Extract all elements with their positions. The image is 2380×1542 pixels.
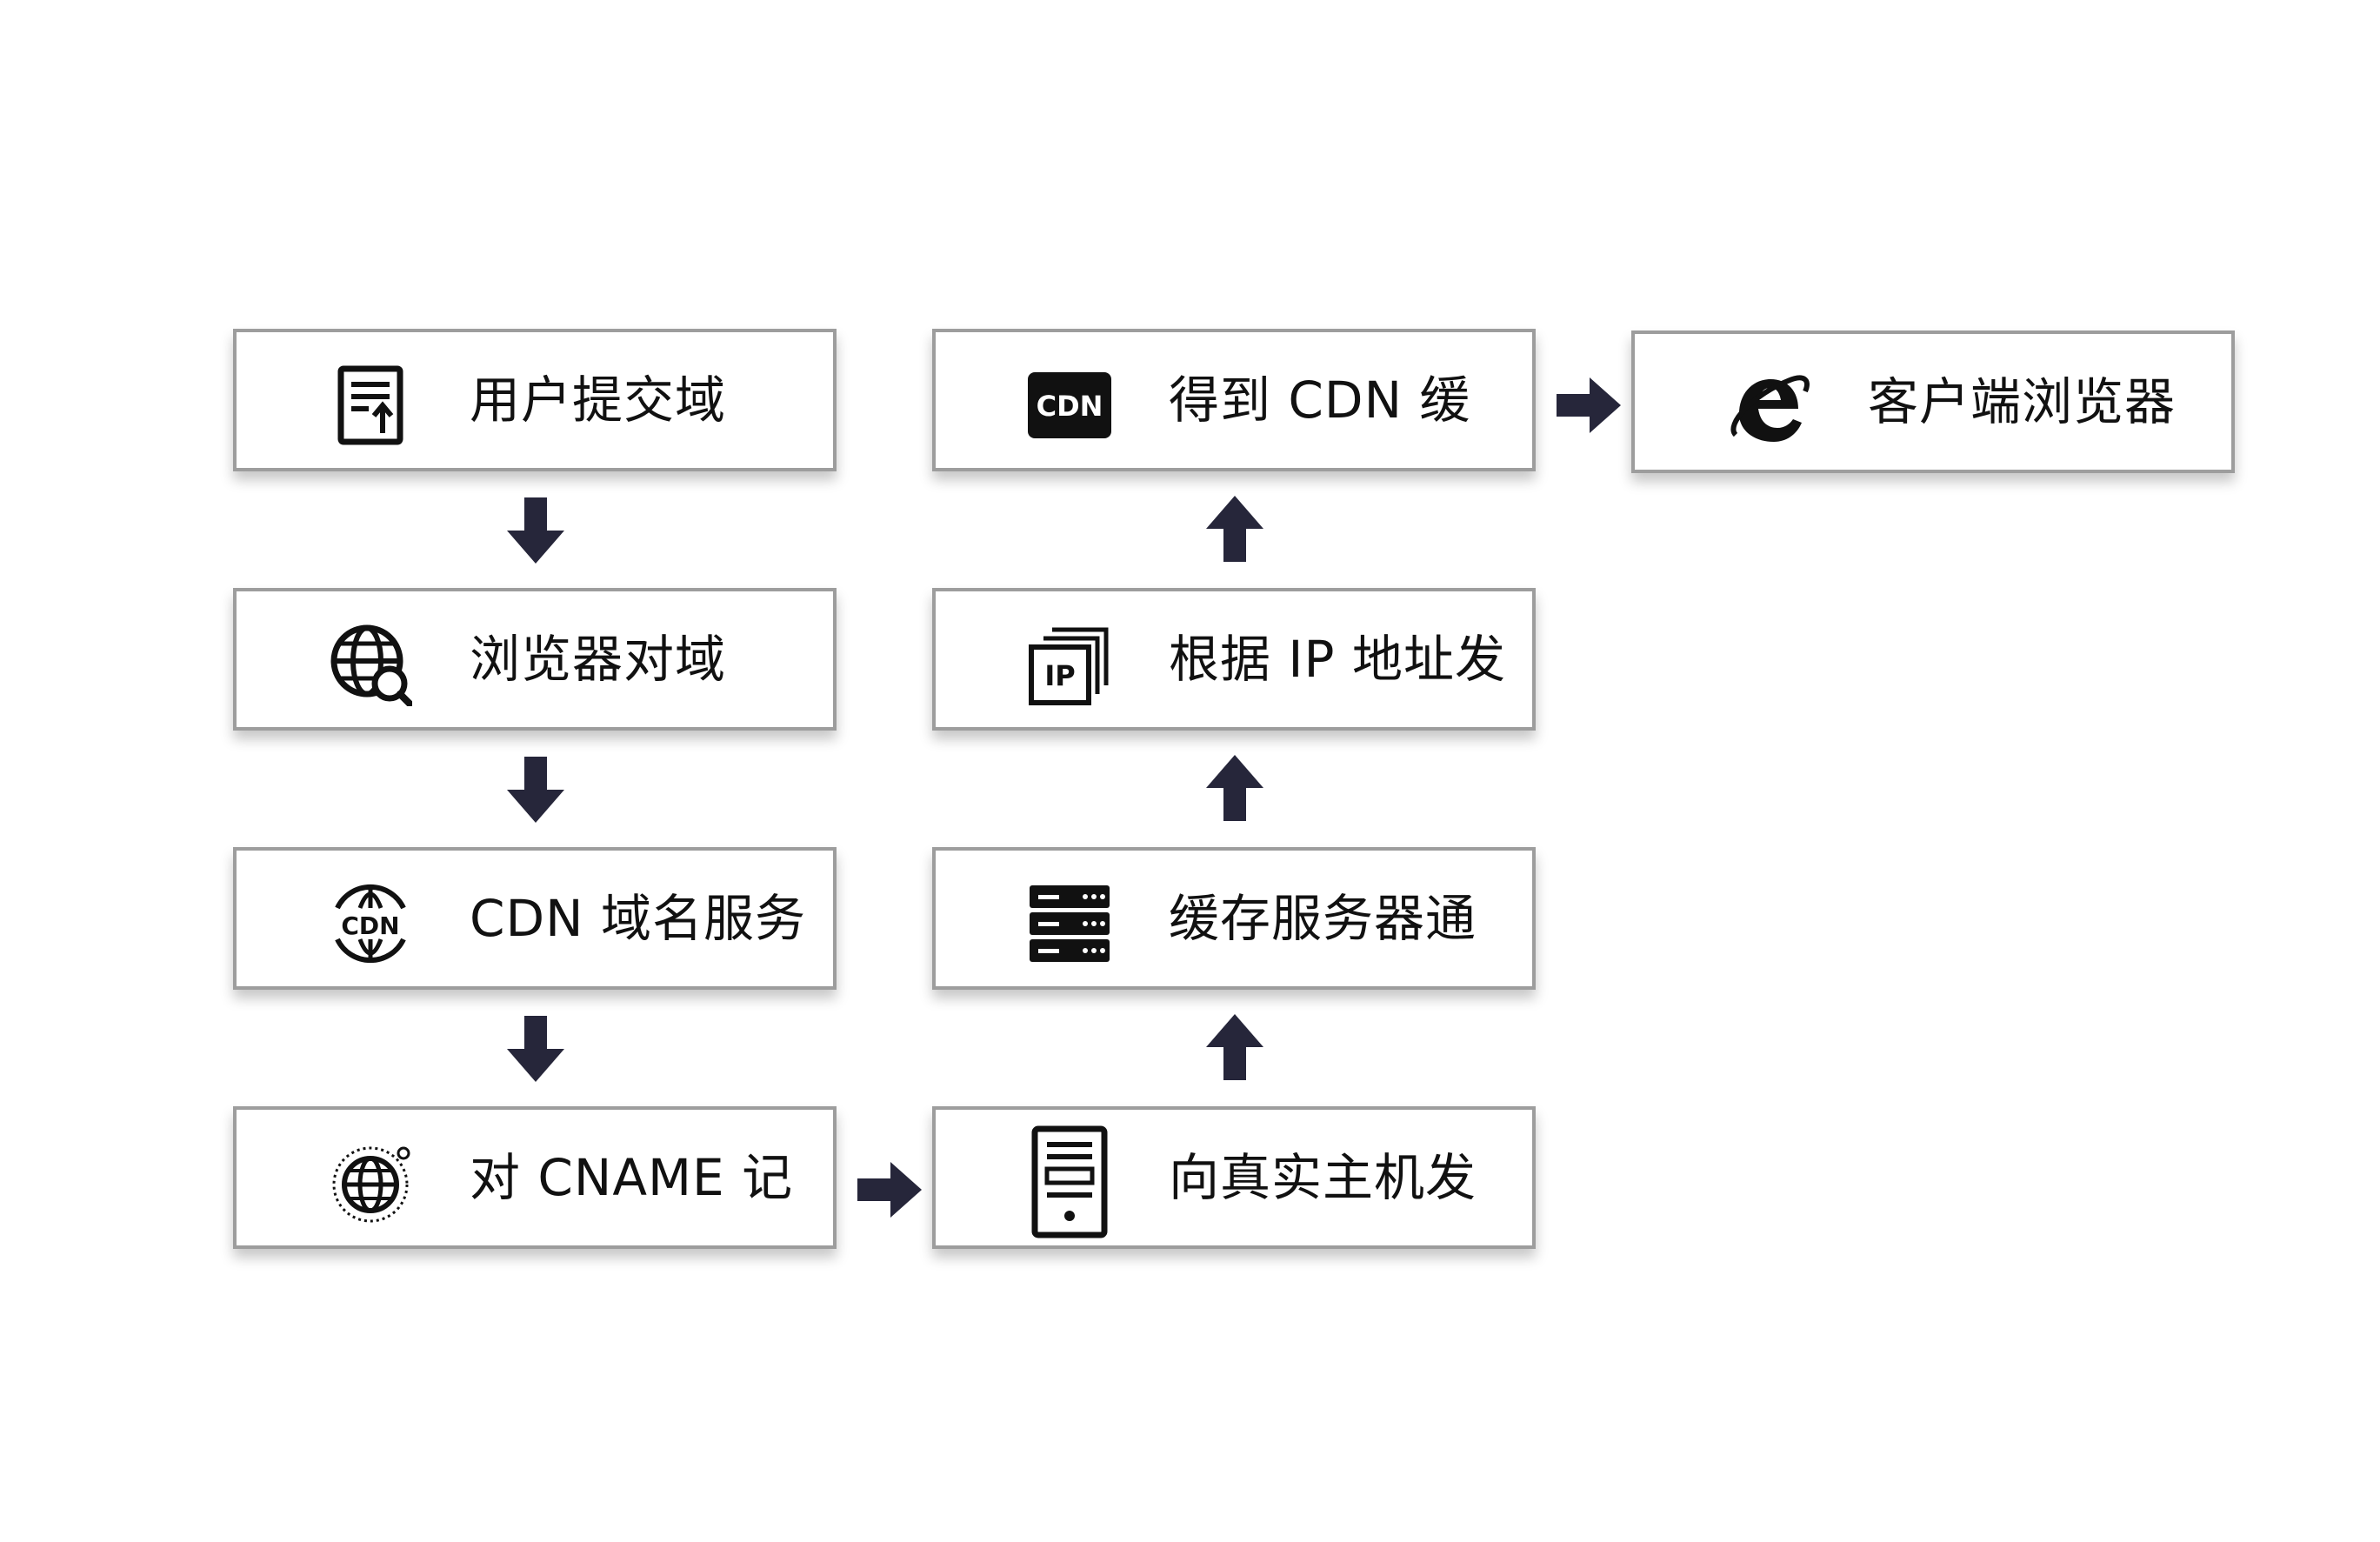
step-6-box: 缓存服务器通: [932, 847, 1536, 990]
step-3-label: CDN 域名服务: [470, 889, 806, 948]
arrow-right-2: [1557, 377, 1621, 433]
step-4-label: 对 CNAME 记: [470, 1148, 794, 1207]
step-5-label: 向真实主机发: [1169, 1148, 1477, 1207]
arrow-up-2: [1206, 755, 1263, 821]
arrow-down-1: [507, 497, 564, 564]
cdn-badge-text: CDN: [1037, 390, 1103, 423]
arrow-down-2: [507, 757, 564, 823]
step-2-label: 浏览器对域: [470, 630, 727, 689]
step-7-label: 根据 IP 地址发: [1169, 630, 1506, 689]
step-7-box: IP 根据 IP 地址发: [932, 588, 1536, 731]
step-6-label: 缓存服务器通: [1169, 889, 1477, 948]
server-tower-icon: [1028, 1125, 1111, 1238]
cdn-globe-icon: CDN: [329, 882, 412, 965]
ip-text: IP: [1044, 659, 1075, 692]
step-9-box: 客户端浏览器: [1631, 330, 2235, 473]
step-1-label: 用户提交域: [470, 370, 727, 430]
arrow-right-1: [857, 1162, 922, 1218]
arrow-up-3: [1206, 496, 1263, 562]
step-3-box: CDN CDN 域名服务: [233, 847, 837, 990]
arrow-up-1: [1206, 1014, 1263, 1080]
step-2-box: 浏览器对域: [233, 588, 837, 731]
globe-dotted-icon: [329, 1141, 412, 1225]
step-5-box: 向真实主机发: [932, 1106, 1536, 1249]
step-4-box: 对 CNAME 记: [233, 1106, 837, 1249]
step-9-label: 客户端浏览器: [1868, 372, 2177, 431]
server-rack-icon: [1028, 882, 1111, 965]
cdn-globe-text: CDN: [341, 911, 399, 940]
globe-search-icon: [329, 623, 412, 706]
internet-explorer-icon: [1727, 365, 1810, 449]
arrow-down-3: [507, 1016, 564, 1082]
step-8-label: 得到 CDN 缓: [1169, 370, 1471, 430]
cdn-badge-icon: CDN: [1028, 364, 1111, 447]
ip-pages-icon: IP: [1028, 623, 1111, 706]
step-8-box: CDN 得到 CDN 缓: [932, 329, 1536, 471]
document-upload-icon: [329, 364, 412, 447]
step-1-box: 用户提交域: [233, 329, 837, 471]
